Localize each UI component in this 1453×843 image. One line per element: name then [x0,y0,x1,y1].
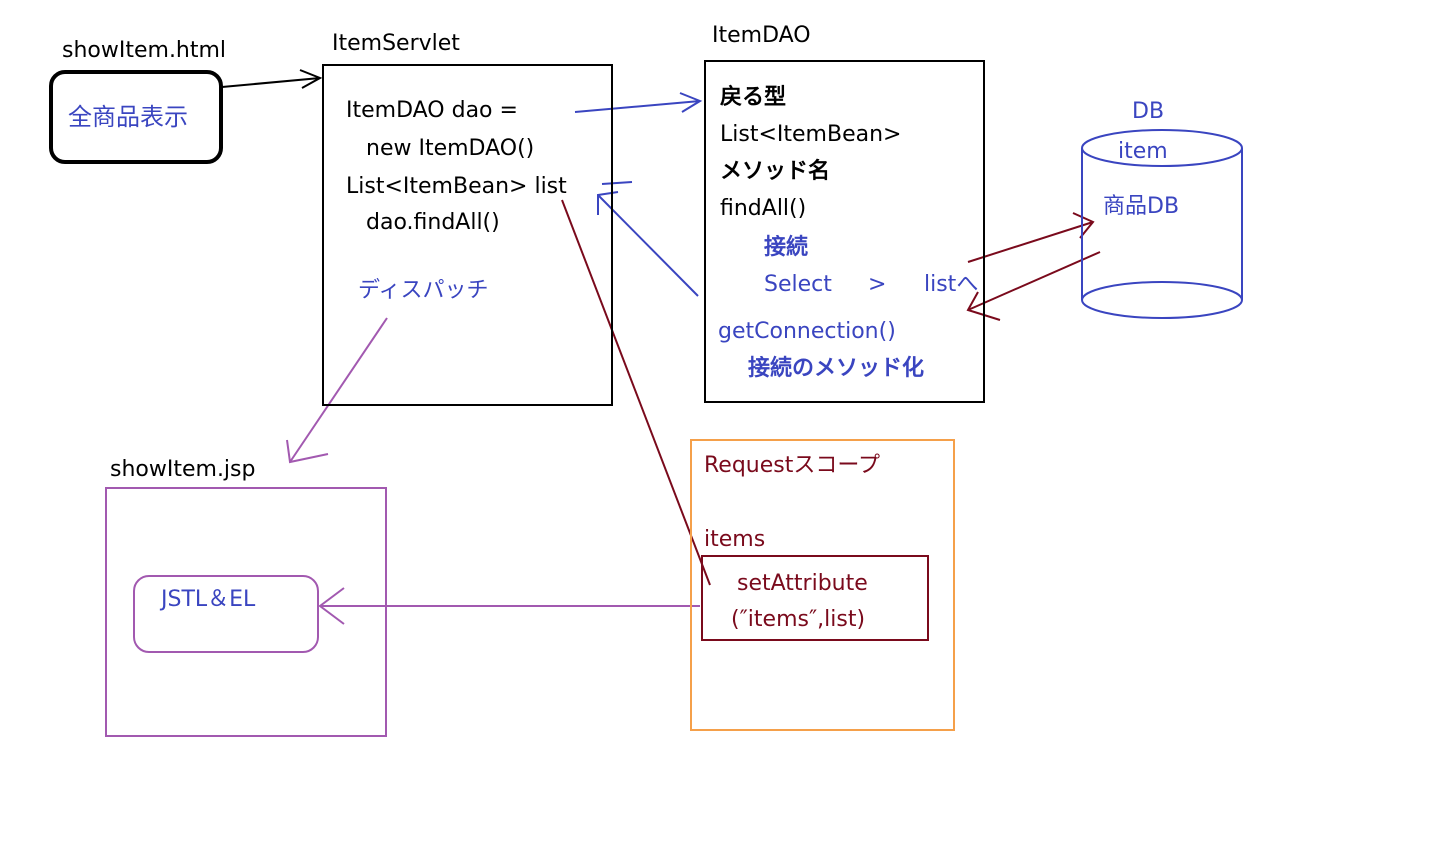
db-cylinder [1081,129,1243,319]
dao-to-list: listへ [924,272,979,297]
request-scope-title: Requestスコープ [704,453,881,478]
dao-method-name-label: メソッド名 [720,159,831,184]
servlet-line-1: ItemDAO dao = [346,98,518,123]
line-list-to-setattribute [561,199,711,586]
jsp-title: showItem.jsp [110,457,256,482]
dao-connection-method: 接続のメソッド化 [748,356,925,381]
db-title: DB [1132,99,1165,124]
dao-title: ItemDAO [712,23,811,48]
arrow-dispatch-head [286,439,329,464]
dao-get-connection: getConnection() [718,319,896,344]
dao-select-arrow: > [868,272,887,297]
dao-box: 戻る型 List<ItemBean> メソッド名 findAll() 接続 Se… [704,60,985,403]
servlet-line-3: List<ItemBean> list [346,174,567,199]
arrow-dao-to-db [967,221,1094,263]
arrow-html-to-servlet [221,77,321,88]
jstl-el-label: JSTL＆EL [161,587,256,612]
request-scope-box: Requestスコープ items setAttribute (″items″,… [690,439,955,731]
show-all-items-label: 全商品表示 [68,103,188,131]
db-name: 商品DB [1103,194,1180,219]
tick-near-list [601,181,633,185]
arrow-request-to-jstl-head [318,587,345,625]
html-box-title: showItem.html [62,38,227,63]
set-attribute-line-1: setAttribute [737,571,868,596]
servlet-box: ItemDAO dao = new ItemDAO() List<ItemBea… [322,64,613,406]
servlet-line-4: dao.findAll() [366,210,500,235]
arrow-servlet-to-dao-head [679,92,703,113]
set-attribute-line-2: (″items″,list) [731,607,866,632]
arrow-dao-to-list [597,194,699,297]
show-all-items-button[interactable]: 全商品表示 [49,70,223,164]
db-table-name: item [1118,139,1168,164]
arrow-db-to-dao-head [966,291,1001,321]
set-attribute-box: setAttribute (″items″,list) [701,555,929,641]
dao-select: Select [764,272,832,297]
arrow-servlet-to-dao [574,100,701,113]
arrow-html-to-servlet-head [299,69,323,89]
request-attr-name: items [704,527,766,552]
jsp-box: JSTL＆EL [105,487,387,737]
dao-connect: 接続 [764,235,809,260]
dao-method-name: findAll() [720,196,807,221]
servlet-title: ItemServlet [332,31,460,56]
jstl-el-box: JSTL＆EL [133,575,319,653]
dispatch-label: ディスパッチ [358,278,489,303]
dao-return-type-label: 戻る型 [720,85,787,110]
arrow-dao-to-db-head [1072,212,1095,239]
servlet-line-2: new ItemDAO() [366,136,535,161]
arrow-db-to-dao [967,251,1101,311]
arrow-dispatch [289,317,388,463]
dao-return-type: List<ItemBean> [720,122,902,147]
